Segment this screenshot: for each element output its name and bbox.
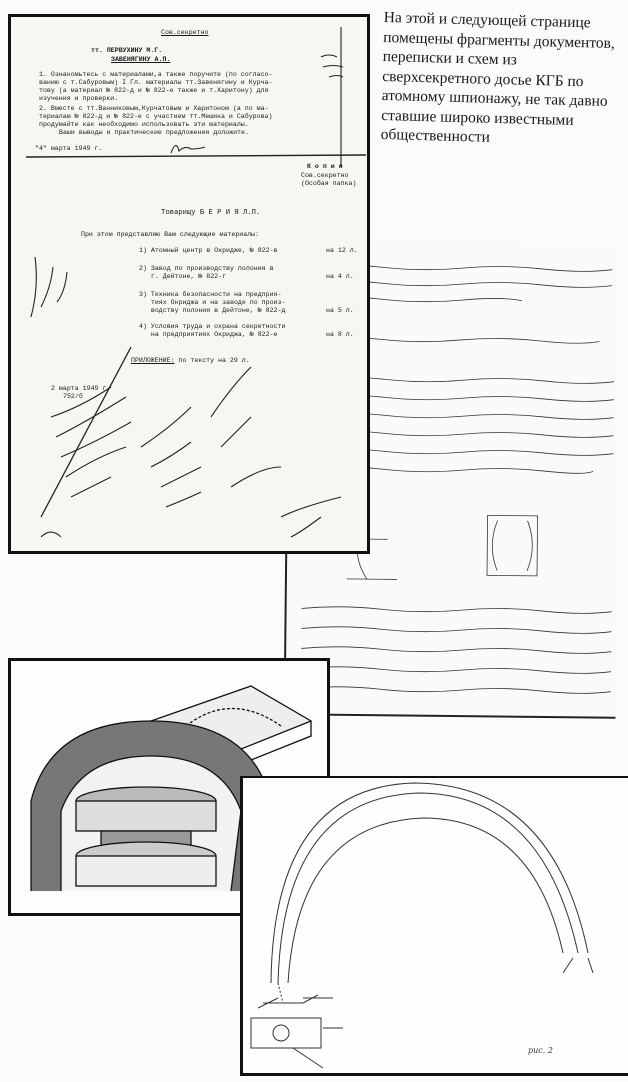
body-line: изучения и проверки. bbox=[39, 95, 119, 102]
copy-classification: Сов.секретно bbox=[301, 172, 349, 179]
material-item: 2) Завод по производству полония в г. Де… bbox=[139, 265, 274, 280]
document-2-intro: При этом представляю Вам следующие матер… bbox=[81, 231, 260, 238]
document-2-addressee: Товарищу Б Е Р И Я Л.П. bbox=[161, 209, 261, 217]
body-line: териалам № 822-д и № 822-е с участием тт… bbox=[39, 113, 273, 120]
appendix-text: по тексту на 29 л. bbox=[174, 357, 250, 364]
body-line: ванию с т.Сабуровым) I Гл. материалы тт.… bbox=[39, 79, 273, 86]
material-pages: на 4 л. bbox=[326, 273, 354, 280]
copy-folder: (Особая папка) bbox=[301, 180, 357, 187]
body-line: продумайте как необходимо использовать э… bbox=[39, 121, 249, 128]
date: "4" марта 1949 г. bbox=[35, 145, 103, 152]
magnet-drawing bbox=[30, 685, 313, 892]
document-2-date: 2 марта 1949 г. bbox=[51, 385, 111, 392]
page-caption: На этой и следующей странице помещены фр… bbox=[380, 8, 616, 146]
material-pages: на 5 л. bbox=[326, 307, 354, 314]
addressee-2: ЗАВЕНЯГИНУ А.П. bbox=[111, 56, 171, 63]
arc-diagram: рис. 2 bbox=[250, 782, 594, 1069]
addressee-1: тт. ПЕРВУХИНУ М.Г. bbox=[91, 47, 163, 54]
appendix-label: ПРИЛОЖЕНИЕ: bbox=[131, 357, 175, 364]
arc-diagram-panel: рис. 2 bbox=[240, 776, 628, 1076]
body-line: 2. Вместе с тт.Ванниковым,Курчатовым и Х… bbox=[39, 105, 269, 112]
material-item: 3) Техника безопасности на предприя- тия… bbox=[139, 291, 286, 314]
document-2-number: 752/б bbox=[63, 393, 83, 400]
body-line: Ваши выводы и практические предложения д… bbox=[59, 129, 249, 136]
classification-stamp: Сов.секретно bbox=[161, 29, 209, 36]
material-item: 4) Условия труда и охрана секретности на… bbox=[139, 323, 286, 338]
body-line: 1. Ознакомьтесь с материалами,а также по… bbox=[39, 71, 273, 78]
material-pages: на 8 л. bbox=[326, 331, 354, 338]
material-pages: на 12 л. bbox=[326, 247, 358, 254]
figure-label: рис. 2 bbox=[528, 1046, 553, 1055]
material-item: 1) Атомный центр в Окридже, № 822-в bbox=[139, 247, 278, 254]
kgb-document-scan: Сов.секретно тт. ПЕРВУХИНУ М.Г. ЗАВЕНЯГИ… bbox=[8, 14, 370, 554]
body-line: тову (а материал № 822-д и № 822-е также… bbox=[39, 87, 269, 94]
copy-label: К о п и я bbox=[307, 163, 343, 170]
